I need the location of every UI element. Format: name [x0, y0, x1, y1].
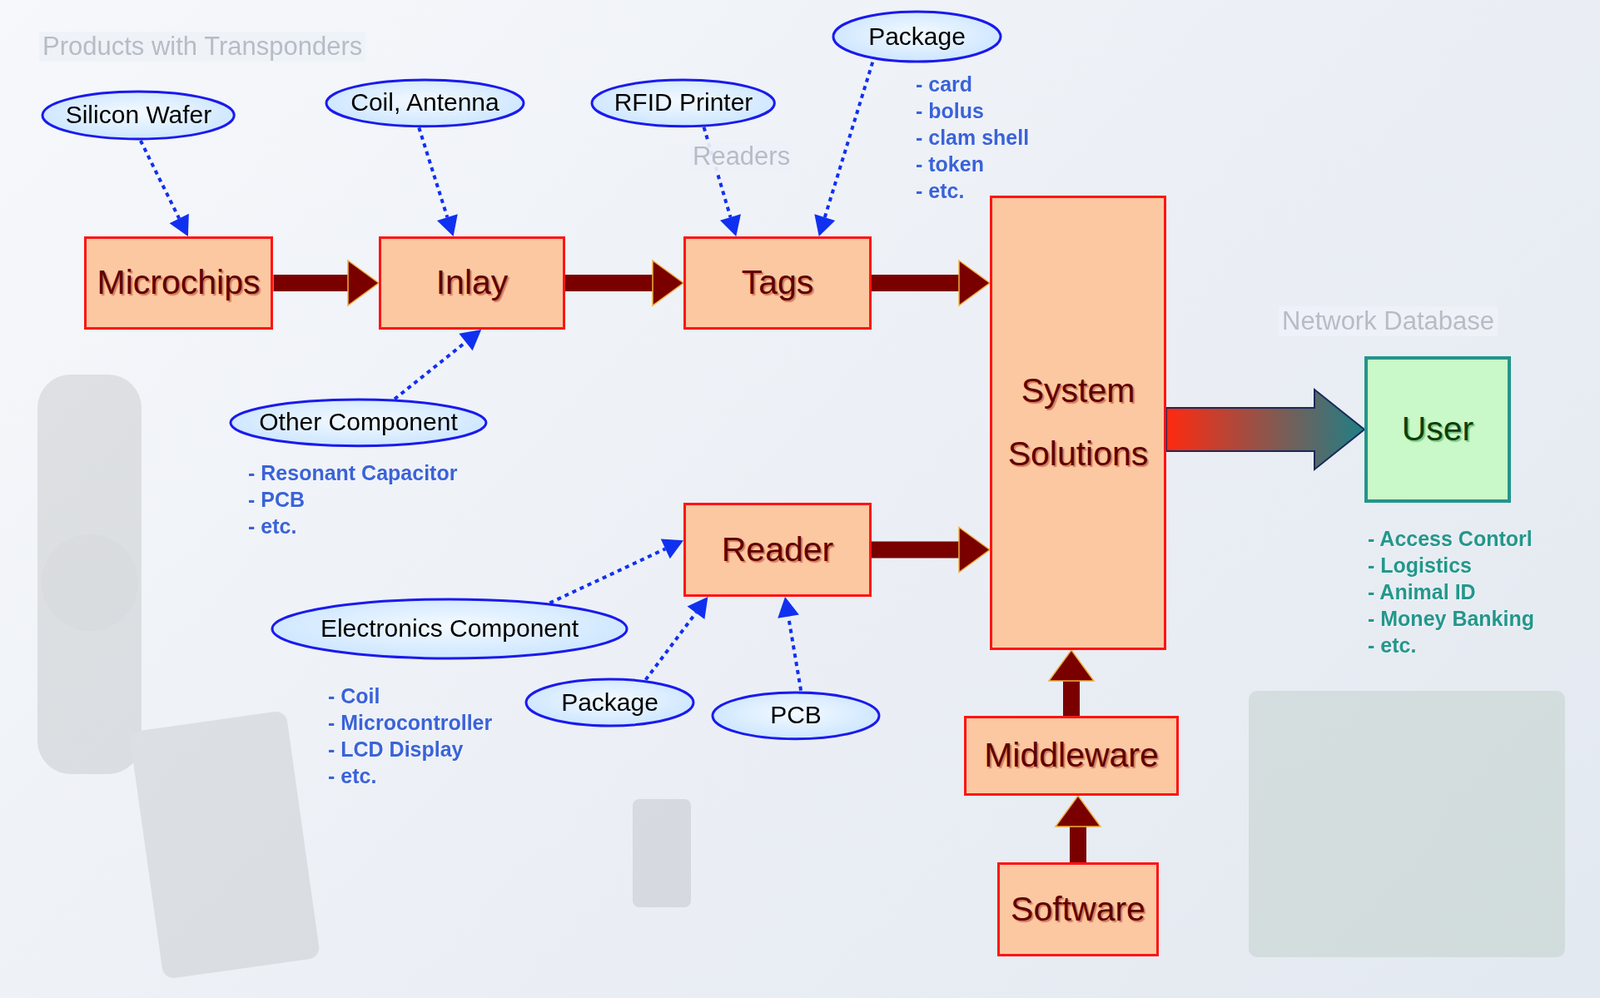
dotted-arrow [788, 616, 801, 691]
watermark-text: Readers [689, 141, 794, 172]
node-label: Package [561, 688, 659, 718]
watermark-text: Products with Transponders [39, 31, 366, 62]
ellipse-outline [228, 397, 488, 448]
faded-photos [37, 374, 1566, 980]
dotted-arrow [418, 127, 448, 218]
user-box: User [1364, 356, 1511, 503]
thick-arrow [273, 274, 348, 292]
node-label: Microchips [97, 262, 261, 304]
ellipse-outline [590, 78, 776, 129]
ellipse-outline [324, 78, 526, 129]
component-ellipse: Coil, Antenna [324, 78, 526, 129]
component-ellipse: Package [831, 9, 1003, 64]
dotted-arrow [824, 62, 873, 218]
block-arrow [1166, 389, 1365, 470]
node-label: Electronics Component [320, 614, 579, 644]
dotted-arrow [704, 127, 731, 218]
ellipse-shape [326, 79, 524, 127]
node-label: Package [868, 22, 966, 52]
node-label: Software [1010, 889, 1146, 930]
ellipse-shape [526, 679, 694, 726]
component-ellipse: Other Component [228, 397, 488, 448]
reader-photo [632, 799, 691, 908]
process-box: Software [997, 862, 1159, 957]
dotted-arrow [549, 548, 666, 603]
node-label: Inlay [436, 262, 509, 304]
thick-arrow [1069, 826, 1087, 863]
ellipse-outline [524, 677, 696, 728]
process-box: Middleware [963, 715, 1179, 796]
thick-arrow [565, 274, 653, 292]
process-box: Tags [683, 236, 872, 330]
node-label: Other Component [258, 407, 458, 438]
process-box: Inlay [378, 236, 566, 330]
ellipse-shape [230, 399, 487, 447]
ellipse-outline [40, 89, 236, 141]
node-label: Reader [721, 529, 834, 571]
dotted-arrow [645, 612, 696, 681]
watermark-text: Network Database [1278, 306, 1498, 337]
list-item: - Microcontroller [327, 709, 492, 736]
component-ellipse: RFID Printer [590, 78, 776, 129]
list-item: - PCB [248, 486, 305, 513]
component-ellipse: Silicon Wafer [40, 89, 236, 141]
process-box: System Solutions [989, 195, 1167, 651]
list-item: - Animal ID [1367, 578, 1476, 606]
list-item: - Coil [327, 682, 381, 710]
list-item: - card [915, 70, 973, 98]
list-item: - Logistics [1367, 551, 1472, 579]
dotted-arrow [394, 342, 466, 399]
ellipse-shape [272, 599, 627, 659]
node-label: PCB [770, 700, 822, 731]
ellipse-shape [591, 79, 775, 127]
list-item: - etc. [248, 512, 297, 540]
card-photo [129, 710, 321, 980]
thick-arrow [1063, 680, 1080, 716]
ellipse-shape [712, 692, 880, 740]
process-box: Microchips [84, 236, 274, 330]
list-item: - etc. [915, 177, 964, 204]
list-item: - token [915, 150, 984, 178]
list-item: - LCD Display [327, 735, 464, 763]
node-label: RFID Printer [614, 88, 754, 118]
dotted-arrow [140, 140, 179, 219]
node-label: System Solutions [1002, 359, 1154, 487]
process-box: Reader [683, 502, 872, 597]
list-item: - etc. [327, 762, 377, 790]
list-item: - Access Contorl [1367, 525, 1533, 552]
node-label: User [1401, 408, 1475, 450]
watch-photo [37, 374, 142, 775]
board-photo [1248, 690, 1566, 958]
node-label: Tags [741, 262, 815, 304]
watch-face [41, 534, 139, 632]
list-item: - Money Banking [1367, 605, 1535, 632]
thick-arrow [871, 274, 960, 292]
list-item: - etc. [1367, 631, 1417, 659]
node-label: Silicon Wafer [65, 100, 213, 130]
node-label: Coil, Antenna [350, 88, 499, 118]
ellipse-outline [710, 690, 881, 741]
list-item: - bolus [915, 97, 984, 125]
component-ellipse: Package [524, 677, 696, 728]
node-label: Middleware [983, 735, 1159, 776]
list-item: - clam shell [915, 124, 1029, 151]
component-ellipse: PCB [710, 690, 881, 741]
ellipse-shape [833, 11, 1001, 62]
ellipse-outline [270, 597, 629, 661]
component-ellipse: Electronics Component [270, 597, 629, 661]
list-item: - Resonant Capacitor [248, 459, 458, 487]
ellipse-outline [831, 9, 1003, 64]
thick-arrow [871, 541, 960, 559]
ellipse-shape [42, 91, 234, 140]
